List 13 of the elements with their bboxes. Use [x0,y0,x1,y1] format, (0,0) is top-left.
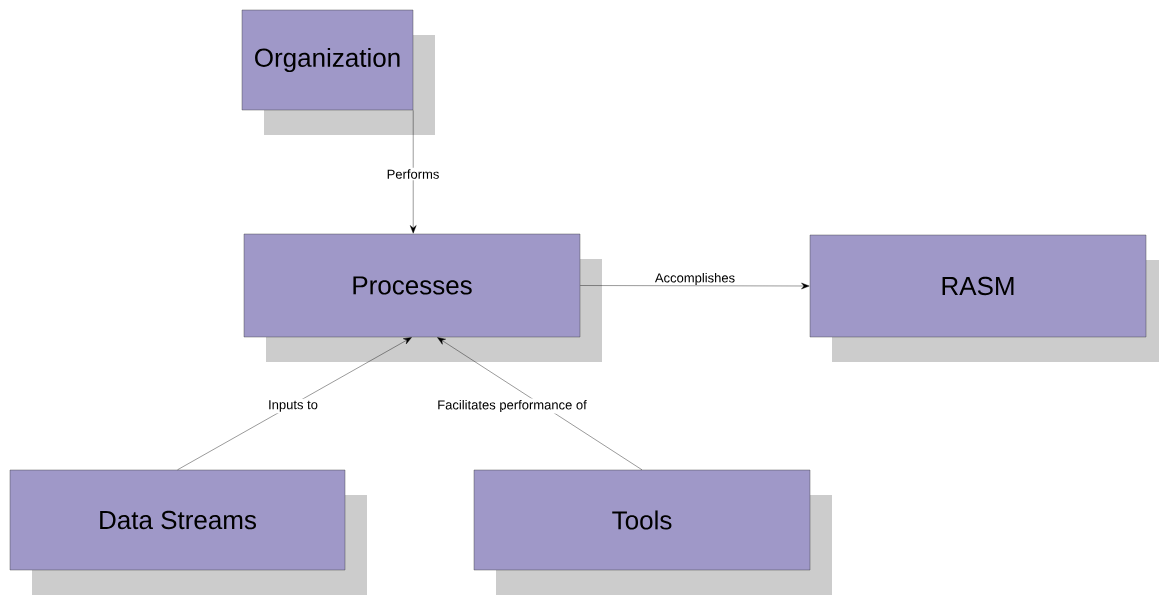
arrow [580,282,810,290]
arrow [409,110,417,234]
process-box: Tools [473,469,832,595]
edge-label: Inputs to [266,398,320,414]
arrow [437,337,643,470]
process-box: Processes [243,233,602,362]
edge-label: Accomplishes [654,272,735,286]
arrow [177,337,412,470]
process-box: Organization [241,9,435,135]
edge-label: Performs [385,167,441,181]
process-box: Data Streams [9,469,367,595]
process-box: RASM [809,234,1159,362]
edge-label: Facilitates performance of [435,398,589,414]
